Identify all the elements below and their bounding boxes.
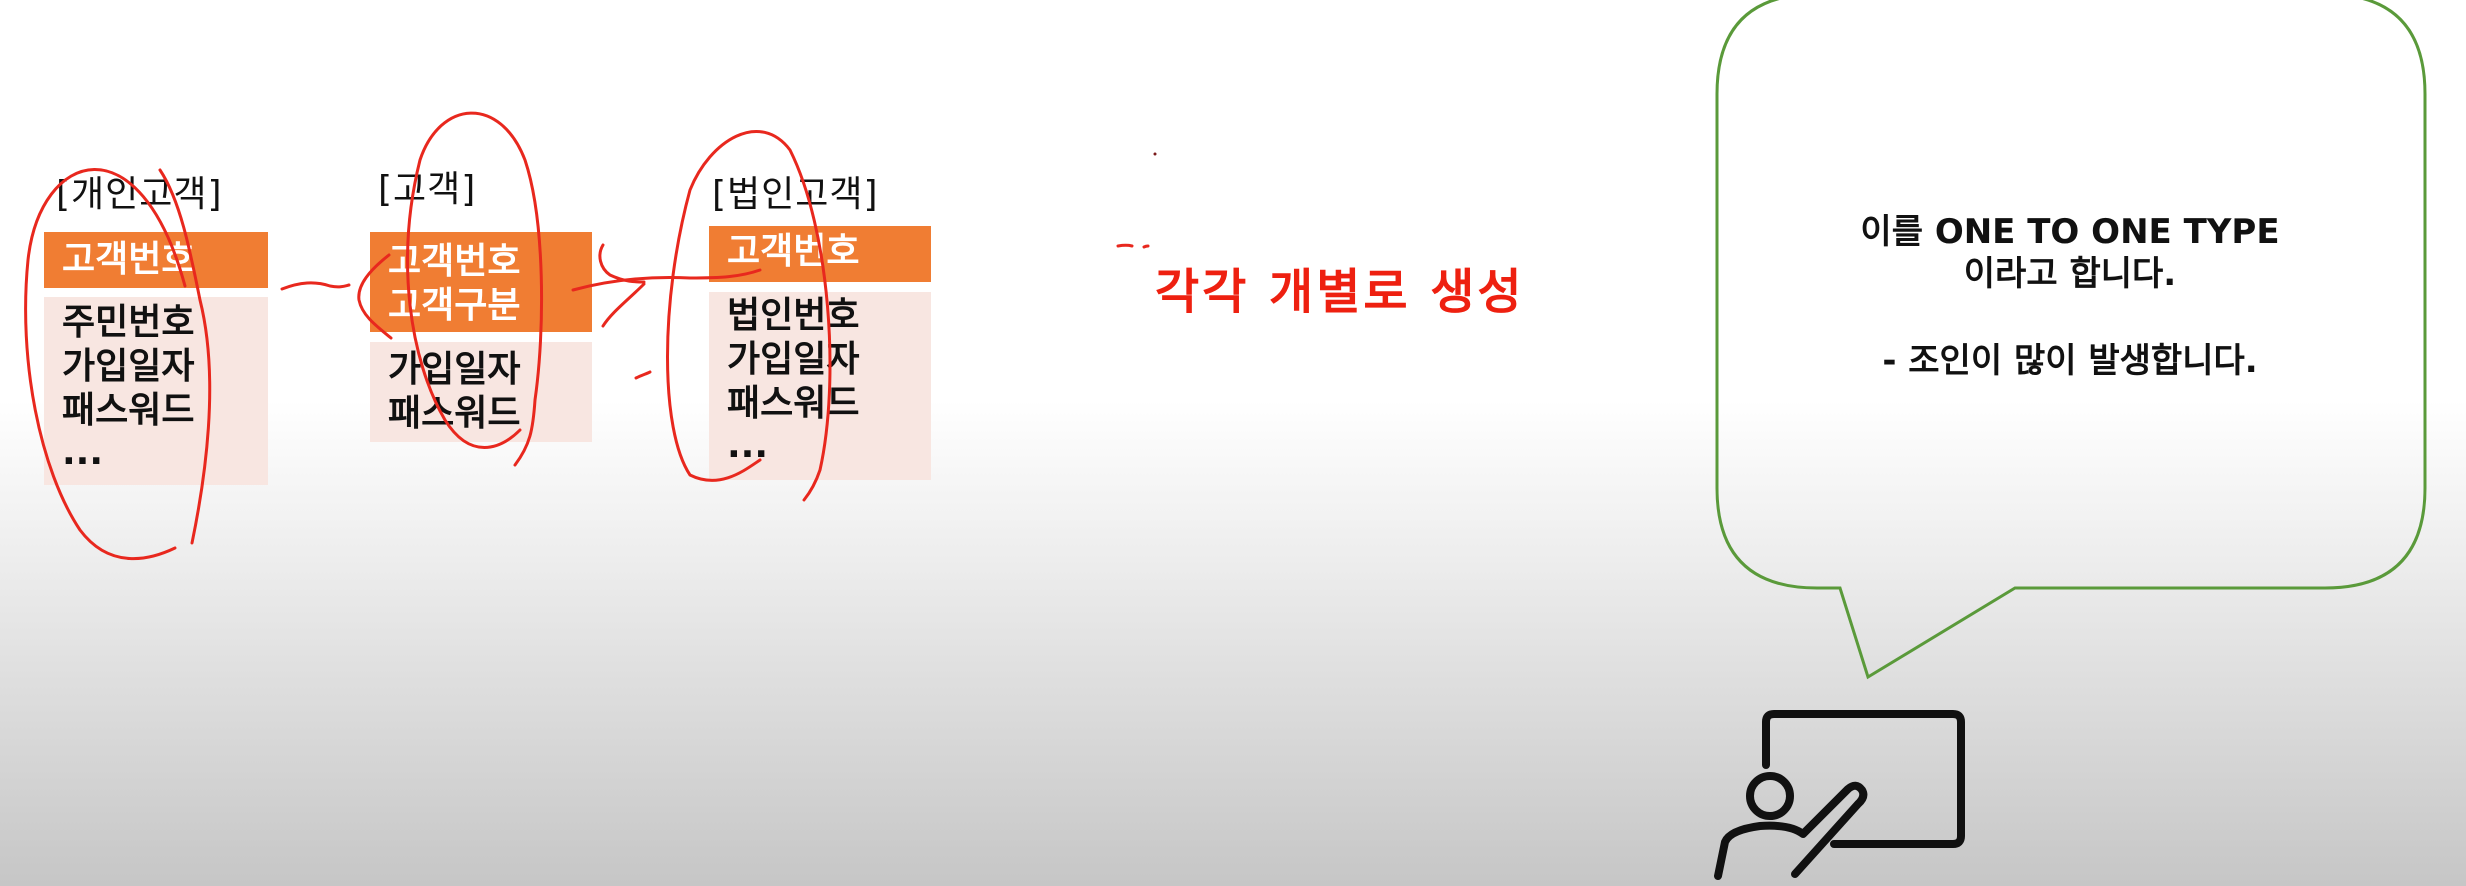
entity-title-customer: [고객] [378,169,477,210]
pk-field: 고객번호 [62,239,195,280]
pk-field: 고객번호 [388,241,521,282]
attribute-field: 패스워드 [727,383,860,424]
entity-body-corporate: 법인번호 가입일자 패스워드 ... [709,292,931,480]
pk-field: 고객구분 [388,285,521,326]
attribute-field: ... [727,425,769,466]
entity-body-individual: 주민번호 가입일자 패스워드 ... [44,297,268,485]
entity-header-individual: 고객번호 [44,232,268,288]
attribute-field: 패스워드 [62,390,195,431]
pk-field: 고객번호 [727,231,860,272]
attribute-field: 가입일자 [727,339,860,380]
attribute-field: 주민번호 [62,302,195,343]
entity-title-corporate: [법인고객] [712,174,879,215]
bubble-line-3: - 조인이 많이 발생합니다. [1882,341,2258,381]
attribute-field: ... [62,432,104,473]
attribute-field: 가입일자 [388,349,521,390]
entity-body-customer: 가입일자 패스워드 [370,342,592,442]
bubble-line-2: 이라고 합니다. [1963,254,2177,294]
presenter-icon [1714,710,1965,880]
entity-header-customer: 고객번호 고객구분 [370,232,592,332]
attribute-field: 법인번호 [727,295,860,336]
annotation-text: 각각 개별로 생성 [1155,264,1525,320]
attribute-field: 가입일자 [62,346,195,387]
attribute-field: 패스워드 [388,393,521,434]
entity-title-individual: [개인고객] [56,174,223,215]
entity-header-corporate: 고객번호 [709,226,931,282]
